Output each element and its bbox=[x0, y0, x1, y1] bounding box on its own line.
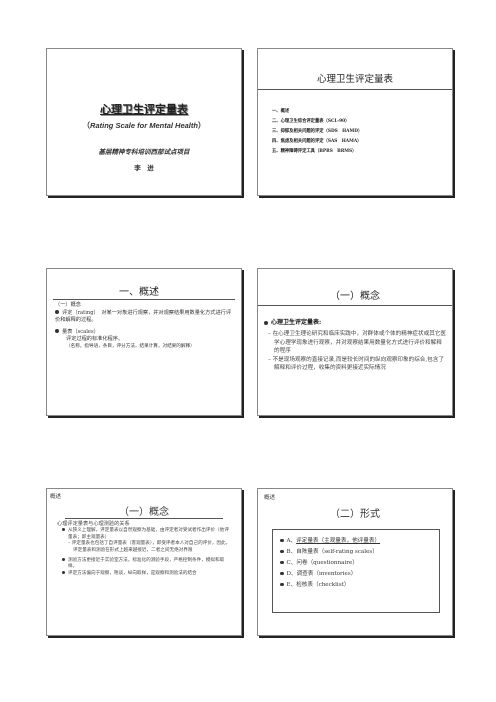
relationship-point: 从狭义上理解，评定量表以自然观察为基础，由评定者对受试者作出评价（他评量表；即主… bbox=[68, 528, 229, 540]
bullet-icon bbox=[280, 538, 284, 543]
subtitle-close-paren: ） bbox=[197, 121, 206, 130]
form-item: B、自陈量表（self-rating scales） bbox=[280, 547, 380, 558]
bullet-icon bbox=[55, 329, 59, 334]
slide-1-title-text: 心理卫生评定量表 bbox=[100, 103, 188, 116]
slide-1-subtitle: （Rating Scale for Mental Health） bbox=[47, 120, 241, 131]
bullet-icon bbox=[55, 310, 59, 315]
slide-1-organization: 基层精神专科培训西部试点项目 bbox=[98, 148, 190, 156]
form-item: A、评定量表（主观量表，他评量表） bbox=[280, 536, 380, 547]
slide-5-relationship: 概述 （一）概念 心理评定量表与心理测验的关系 从狭义上理解，评定量表以自然观察… bbox=[46, 488, 242, 636]
bullet-icon bbox=[264, 320, 268, 325]
slide-5-tag: 概述 bbox=[50, 494, 62, 500]
bullet-rating: 评定（rating） 对某一对象进行观察，并对观察结果用数量化方式进行评价和解释… bbox=[55, 309, 232, 324]
forms-box bbox=[272, 529, 440, 613]
section-label: （一）概念 bbox=[55, 302, 81, 308]
slide-2-title: 心理卫生评定量表 bbox=[316, 74, 393, 85]
slide-2-divider bbox=[258, 89, 452, 90]
subtitle-english: Rating Scale for Mental Health bbox=[90, 121, 198, 130]
bullet-icon bbox=[280, 571, 284, 576]
forms-list: A、评定量表（主观量表，他评量表） B、自陈量表（self-rating sca… bbox=[280, 536, 380, 591]
contents-item: 五、精神障碍评定工具（BPRS BRMS） bbox=[272, 149, 357, 154]
form-item: C、问卷（questionnaire） bbox=[280, 558, 380, 569]
concept-point: – 不是现场观察的直接记录,而是较长时间的纵向观察印象的综合,包含了解释和评价过… bbox=[268, 356, 444, 372]
relationship-subpoint: – 评定量表也包括了自评量表（客观量表），即受评者本人对自己的评价，因此，评定量… bbox=[68, 541, 231, 553]
slide-1-author: 李 进 bbox=[134, 164, 154, 172]
bullet-icon bbox=[280, 549, 284, 554]
bullet-scales-detail: 评定过程的标准化程序。 bbox=[66, 336, 124, 343]
form-item: D、调查表（inventories） bbox=[280, 569, 380, 580]
form-item: E、检核表（checklist） bbox=[280, 580, 380, 591]
slide-6-forms: 概述 （二）形式 A、评定量表（主观量表，他评量表） B、自陈量表（self-r… bbox=[257, 488, 453, 636]
bullet-icon bbox=[280, 560, 284, 565]
slide-3-divider bbox=[53, 299, 235, 300]
concept-point: – 在心理卫生理论研究和临床实践中，对群体或个体的精神症状或其它医学心理学现象进… bbox=[268, 331, 446, 355]
subtitle-open-paren: （ bbox=[82, 121, 91, 130]
slide-6-title: （二）形式 bbox=[330, 509, 380, 520]
slide-5-title: （一）概念 bbox=[119, 507, 169, 518]
contents-item: 一、概述 bbox=[272, 109, 290, 114]
bullet-icon bbox=[62, 528, 65, 532]
relationship-point: 评定方法偏向于观察，晤谈，纵向取样，是观察和测验法的结合 bbox=[68, 570, 197, 576]
slide-5-heading: 心理评定量表与心理测验的关系 bbox=[57, 521, 130, 527]
slide-2-contents: 心理卫生评定量表 一、概述 二、心理卫生综合评定量表（SCL-90） 三、抑郁及… bbox=[257, 48, 453, 196]
relationship-point: 测验方法更接近于实验室方法，标准化的测验手段，严格控制条件，模拟和取样。 bbox=[68, 558, 225, 570]
contents-item: 二、心理卫生综合评定量表（SCL-90） bbox=[272, 119, 350, 124]
slide-3-body: （一）概念 评定（rating） 对某一对象进行观察，并对观察结果用数量化方式进… bbox=[55, 302, 235, 351]
contents-list: 一、概述 二、心理卫生综合评定量表（SCL-90） 三、抑郁及相关问题的评定（S… bbox=[272, 107, 362, 157]
slide-3-title: 一、概述 bbox=[119, 287, 159, 298]
slide-3-overview: 一、概述 （一）概念 评定（rating） 对某一对象进行观察，并对观察结果用数… bbox=[46, 268, 242, 416]
bullet-scales-note: （名称，指导语，条目，评分方法，结果计算，对结果的解释） bbox=[66, 343, 195, 349]
contents-item: 三、抑郁及相关问题的评定（SDS HAMD） bbox=[272, 129, 363, 134]
bullet-icon bbox=[62, 558, 65, 562]
bullet-scales: 量表（scales） bbox=[62, 328, 99, 335]
bullet-icon bbox=[280, 582, 284, 587]
slide-4-heading: 心理卫生评定量表: bbox=[271, 319, 322, 326]
slide-4-title: （一）概念 bbox=[330, 291, 380, 302]
slide-5-body: 心理评定量表与心理测验的关系 从狭义上理解，评定量表以自然观察为基础，由评定者对… bbox=[57, 521, 233, 577]
slide-4-body: 心理卫生评定量表: – 在心理卫生理论研究和临床实践中，对群体或个体的精神症状或… bbox=[264, 319, 446, 372]
slide-1-title: 心理卫生评定量表 （Rating Scale for Mental Health… bbox=[46, 48, 242, 196]
slide-6-tag: 概述 bbox=[264, 495, 276, 501]
contents-item: 四、焦虑及相关问题的评定（SAS HAMA） bbox=[272, 139, 362, 144]
slide-5-divider bbox=[65, 518, 223, 519]
slide-4-concept: （一）概念 心理卫生评定量表: – 在心理卫生理论研究和临床实践中，对群体或个体… bbox=[257, 268, 453, 416]
slide-4-divider bbox=[258, 305, 452, 306]
bullet-icon bbox=[62, 570, 65, 574]
